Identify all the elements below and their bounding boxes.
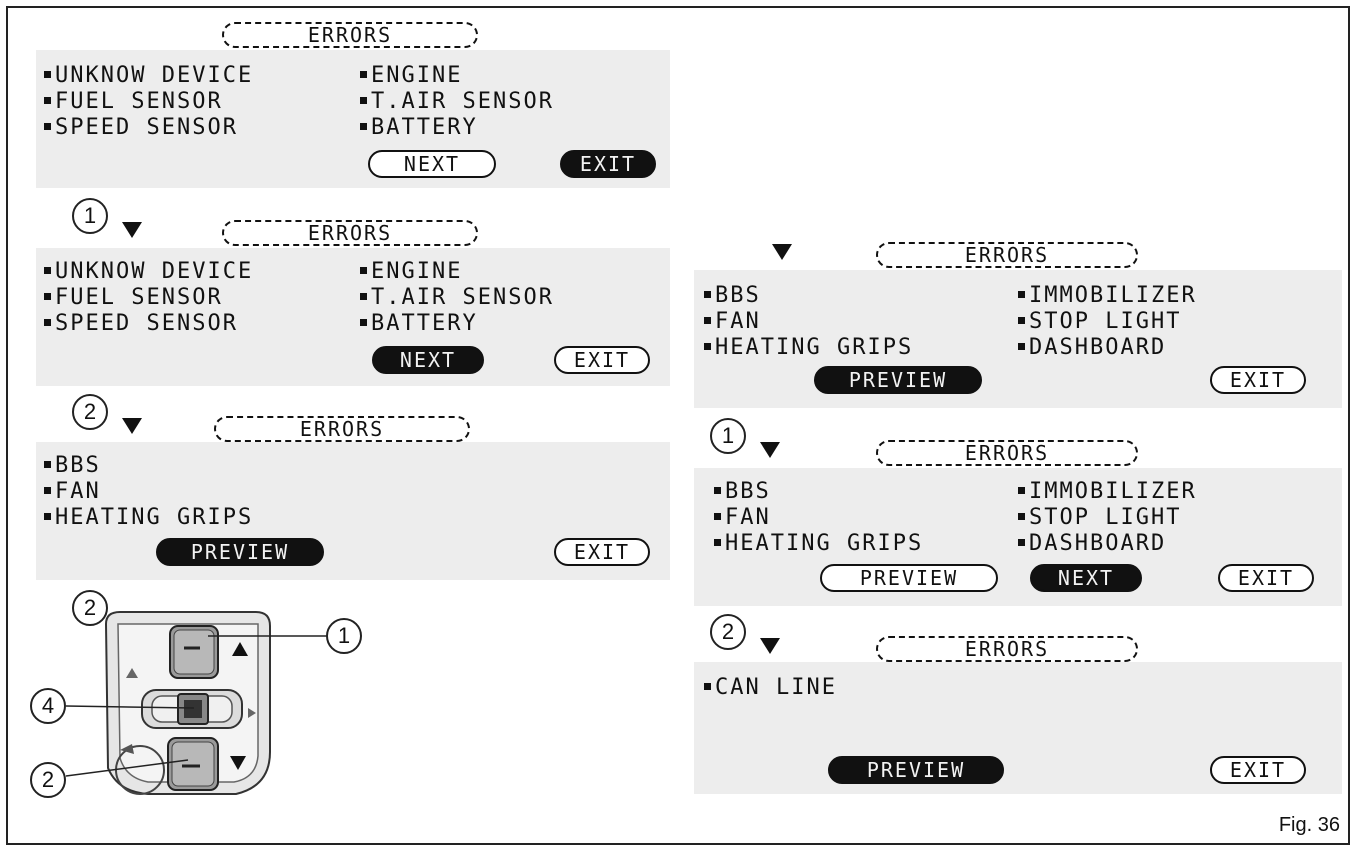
error-item: DASHBOARD: [1018, 336, 1166, 360]
figure-frame: ERRORS UNKNOW DEVICE ENGINE FUEL SENSOR …: [6, 6, 1350, 845]
screen-title: ERRORS: [222, 22, 478, 48]
error-item: UNKNOW DEVICE: [44, 260, 253, 284]
next-button[interactable]: NEXT: [372, 346, 484, 374]
error-item: DASHBOARD: [1018, 532, 1166, 556]
error-item: ENGINE: [360, 260, 462, 284]
error-item: CAN LINE: [704, 676, 837, 700]
screen-title: ERRORS: [876, 440, 1138, 466]
handlebar-switch-diagram: [65, 611, 328, 795]
screen-title: ERRORS: [876, 636, 1138, 662]
part-callout-joystick: 4: [30, 688, 66, 724]
error-item: FUEL SENSOR: [44, 90, 223, 114]
error-item: HEATING GRIPS: [704, 336, 913, 360]
error-item: UNKNOW DEVICE: [44, 64, 253, 88]
next-button[interactable]: NEXT: [368, 150, 496, 178]
exit-button[interactable]: EXIT: [1210, 366, 1306, 394]
step-callout: 1: [710, 418, 746, 454]
exit-button[interactable]: EXIT: [554, 538, 650, 566]
preview-button[interactable]: PREVIEW: [814, 366, 982, 394]
arrow-down-icon: [230, 756, 246, 770]
joystick-icon: [141, 689, 243, 729]
up-button-graphic: [169, 625, 219, 679]
arrow-down-icon: [122, 222, 142, 238]
error-item: IMMOBILIZER: [1018, 480, 1197, 504]
error-item: T.AIR SENSOR: [360, 286, 554, 310]
error-item: SPEED SENSOR: [44, 312, 238, 336]
preview-button[interactable]: PREVIEW: [156, 538, 324, 566]
preview-button[interactable]: PREVIEW: [828, 756, 1004, 784]
preview-button[interactable]: PREVIEW: [820, 564, 998, 592]
error-item: STOP LIGHT: [1018, 506, 1181, 530]
arrow-down-icon: [760, 442, 780, 458]
step-callout: 1: [72, 198, 108, 234]
arrow-up-icon: [232, 642, 248, 656]
down-button-graphic: [167, 737, 219, 791]
error-item: FAN: [704, 310, 761, 334]
step-callout: 2: [710, 614, 746, 650]
error-item: FAN: [44, 480, 101, 504]
screen-title: ERRORS: [222, 220, 478, 246]
screen-title: ERRORS: [214, 416, 470, 442]
error-item: BBS: [714, 480, 771, 504]
exit-button[interactable]: EXIT: [554, 346, 650, 374]
exit-button[interactable]: EXIT: [560, 150, 656, 178]
arrow-down-icon: [772, 244, 792, 260]
step-callout: 2: [72, 590, 108, 626]
next-button[interactable]: NEXT: [1030, 564, 1142, 592]
error-item: ENGINE: [360, 64, 462, 88]
figure-label: Fig. 36: [1278, 814, 1340, 836]
step-callout: 2: [72, 394, 108, 430]
part-callout-down-button: 2: [30, 762, 66, 798]
error-item: FAN: [714, 506, 771, 530]
error-item: BBS: [704, 284, 761, 308]
error-item: BATTERY: [360, 312, 478, 336]
error-item: FUEL SENSOR: [44, 286, 223, 310]
part-callout-up-button: 1: [326, 618, 362, 654]
exit-button[interactable]: EXIT: [1218, 564, 1314, 592]
error-item: BATTERY: [360, 116, 478, 140]
error-item: SPEED SENSOR: [44, 116, 238, 140]
arrow-down-icon: [122, 418, 142, 434]
error-item: T.AIR SENSOR: [360, 90, 554, 114]
exit-button[interactable]: EXIT: [1210, 756, 1306, 784]
arrow-down-icon: [760, 638, 780, 654]
error-item: HEATING GRIPS: [44, 506, 253, 530]
error-item: IMMOBILIZER: [1018, 284, 1197, 308]
screen-title: ERRORS: [876, 242, 1138, 268]
error-item: HEATING GRIPS: [714, 532, 923, 556]
error-item: BBS: [44, 454, 101, 478]
error-item: STOP LIGHT: [1018, 310, 1181, 334]
